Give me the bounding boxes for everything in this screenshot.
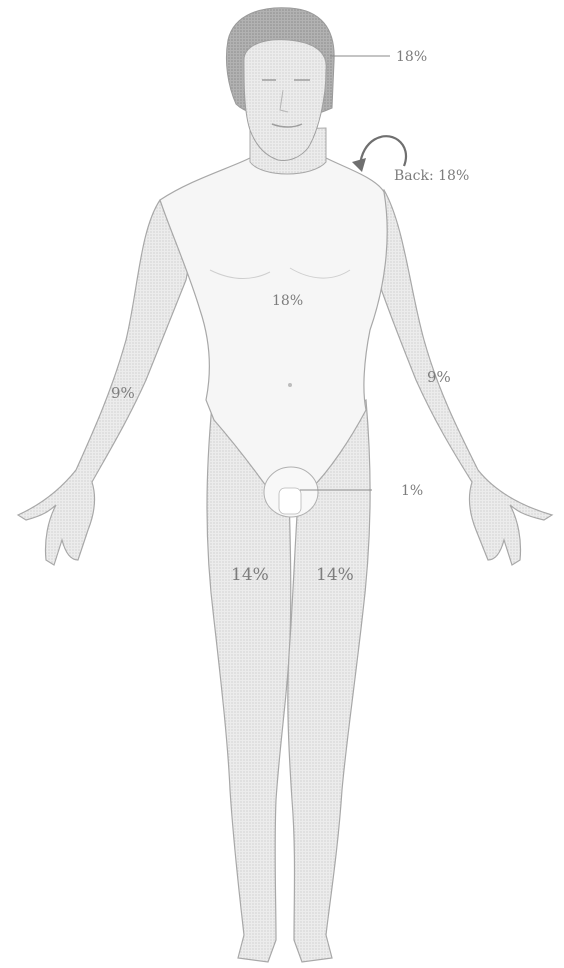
back-percent-label: Back: 18%: [394, 168, 469, 184]
genital-region: [264, 467, 318, 517]
back-arrow: [352, 136, 406, 172]
torso-percent-label: 18%: [272, 293, 303, 309]
right-arm: [18, 200, 190, 565]
left-arm: [373, 190, 552, 565]
head-percent-label: 18%: [396, 49, 427, 65]
left-arm-percent-label: 9%: [427, 368, 451, 386]
right-arm-percent-label: 9%: [111, 384, 135, 402]
left-leg-percent-label: 14%: [316, 565, 354, 585]
right-leg-percent-label: 14%: [231, 565, 269, 585]
genital-percent-label: 1%: [401, 483, 423, 499]
